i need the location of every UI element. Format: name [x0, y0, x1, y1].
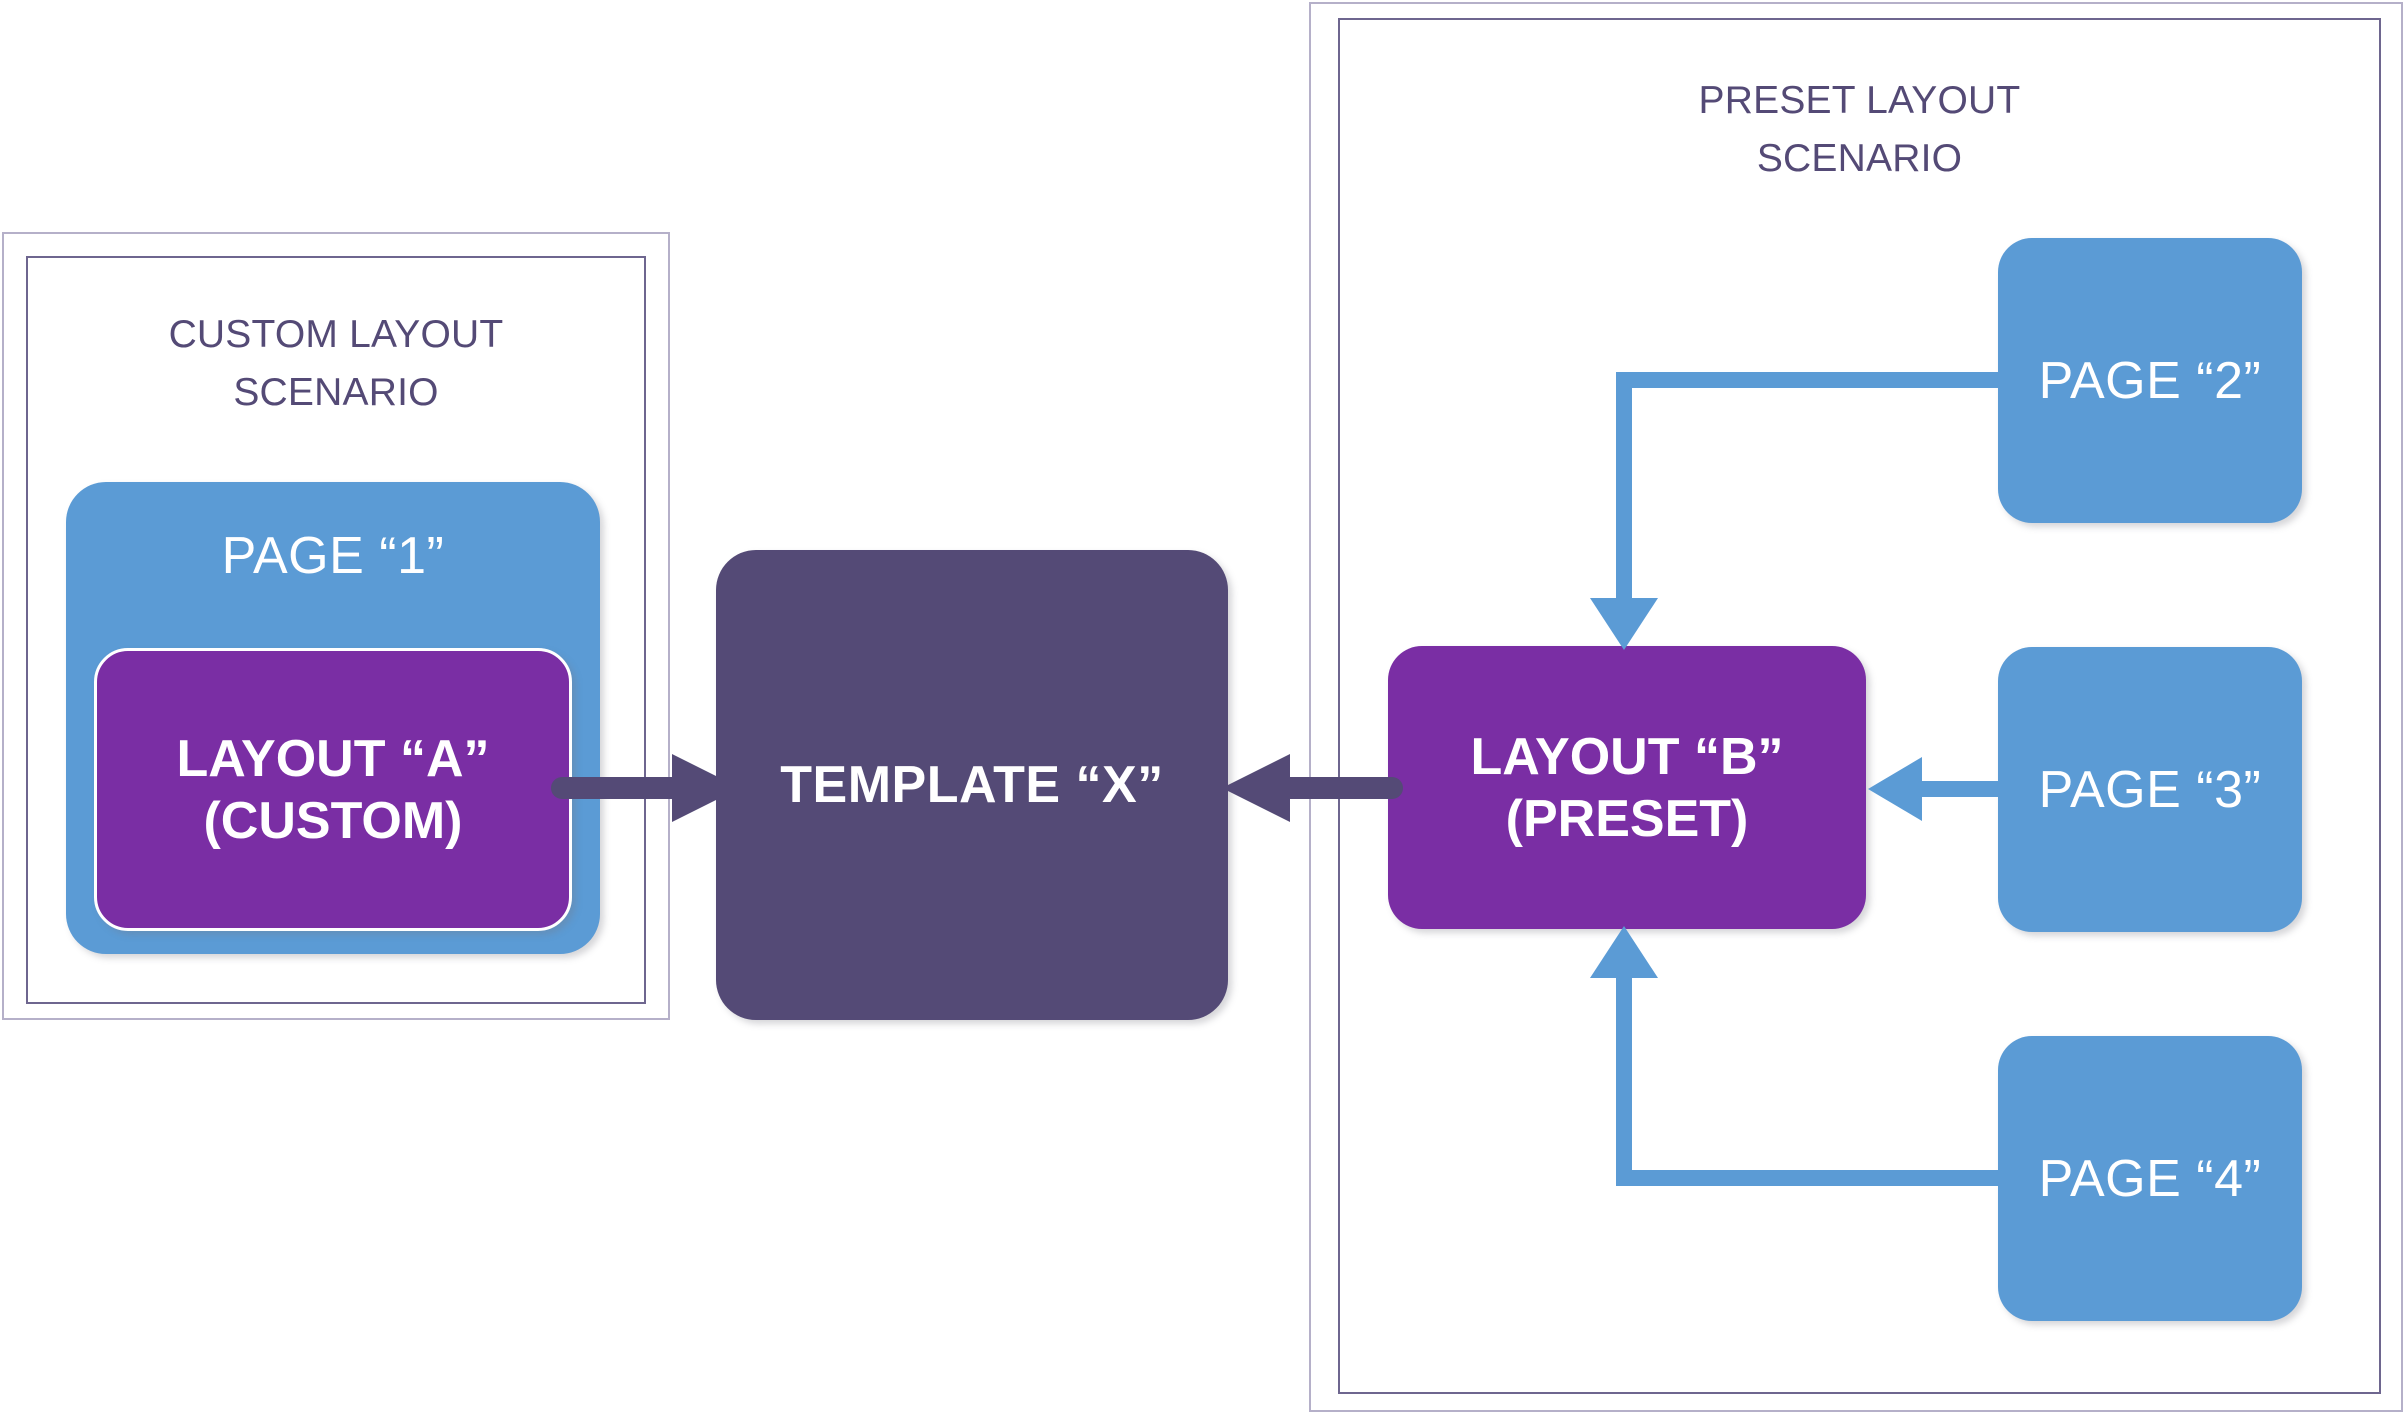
custom-scenario-title: CUSTOM LAYOUT SCENARIO: [168, 313, 504, 414]
page-4-node[interactable]: PAGE “4”: [1998, 1036, 2302, 1321]
layout-a-node[interactable]: LAYOUT “A” (CUSTOM): [94, 648, 572, 931]
page-2-node[interactable]: PAGE “2”: [1998, 238, 2302, 523]
page-3-label: PAGE “3”: [2038, 760, 2262, 819]
preset-scenario-title: PRESET LAYOUT SCENARIO: [1698, 79, 2021, 180]
page-4-label: PAGE “4”: [2038, 1149, 2262, 1208]
template-x-node[interactable]: TEMPLATE “X”: [716, 550, 1228, 1020]
page-1-label: PAGE “1”: [221, 527, 445, 585]
layout-b-node[interactable]: LAYOUT “B” (PRESET): [1388, 646, 1866, 929]
layout-a-label: LAYOUT “A” (CUSTOM): [176, 729, 490, 850]
layout-b-label: LAYOUT “B” (PRESET): [1470, 727, 1784, 848]
page-3-node[interactable]: PAGE “3”: [1998, 647, 2302, 932]
template-x-label: TEMPLATE “X”: [780, 756, 1164, 814]
page-2-label: PAGE “2”: [2038, 351, 2262, 410]
